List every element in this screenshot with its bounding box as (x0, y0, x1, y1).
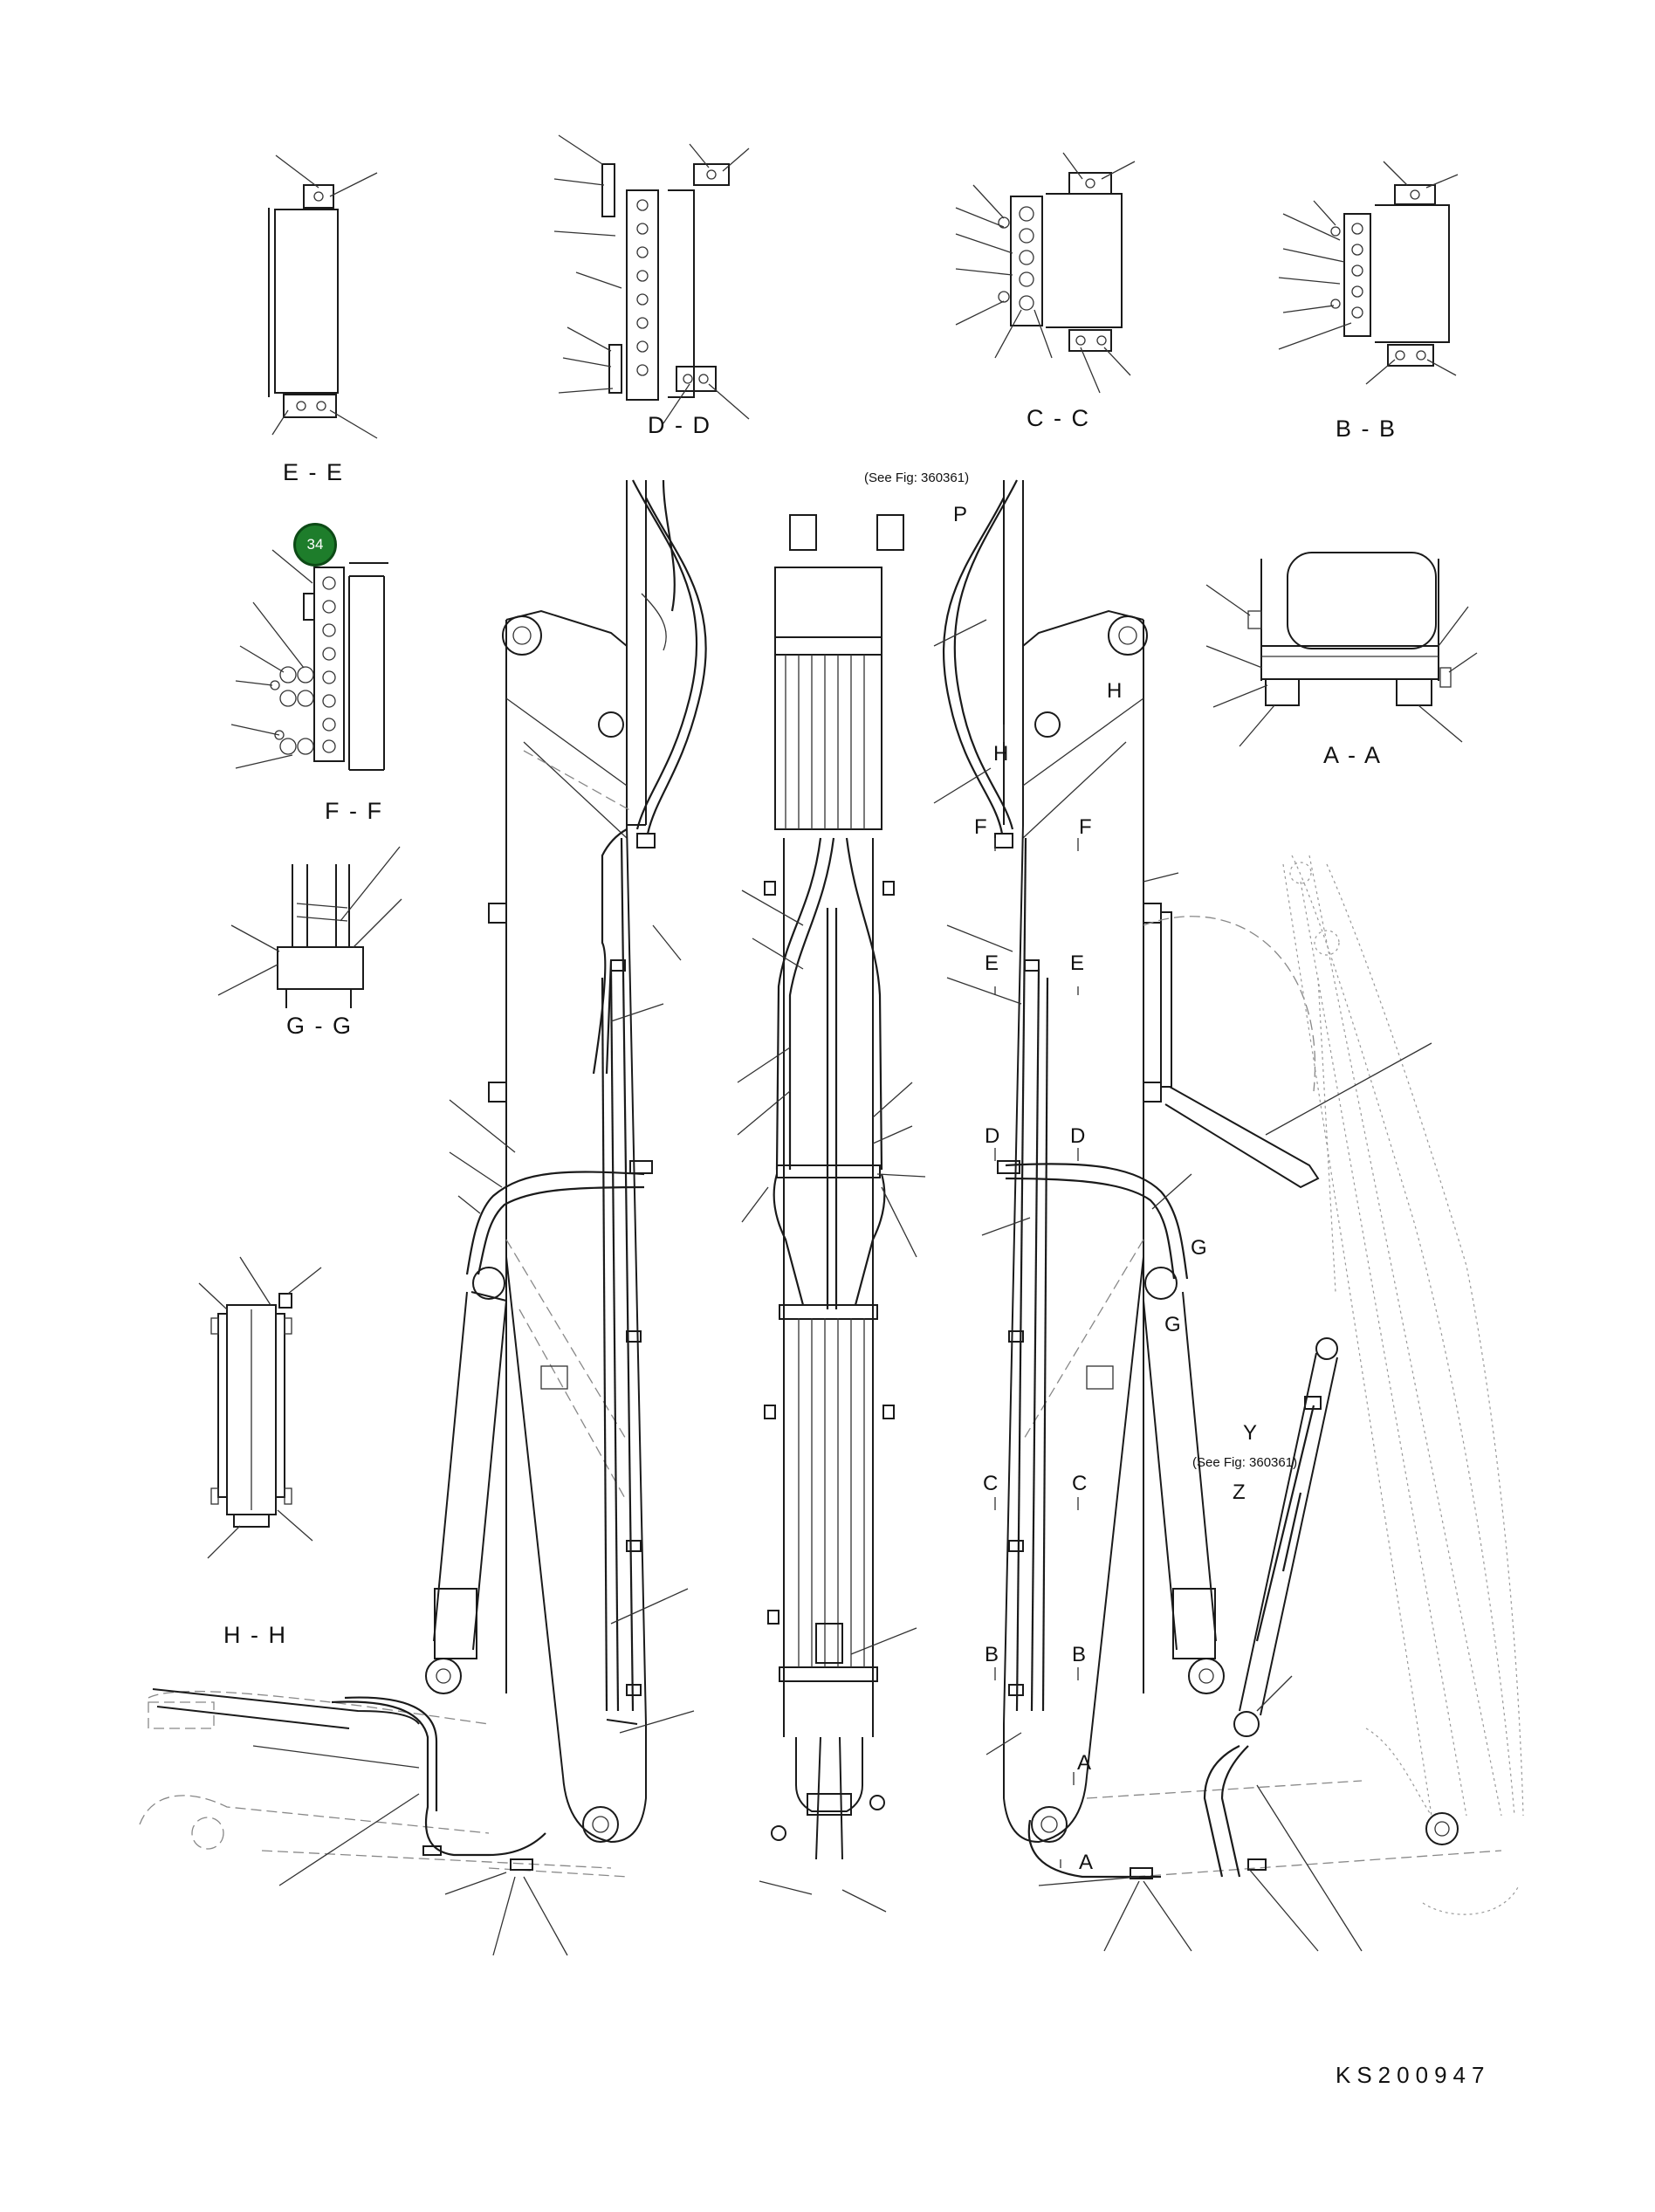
marker-g-upper: G (1191, 1236, 1207, 1260)
section-title-c-c: C - C (1027, 405, 1090, 431)
marker-c-right: C (1072, 1472, 1088, 1495)
section-title-g-g: G - G (286, 1013, 353, 1039)
marker-a-upper: A (1077, 1751, 1092, 1775)
marker-e-left: E (985, 951, 999, 975)
see-fig-reference-top[interactable]: (See Fig: 360361) (864, 471, 970, 485)
section-detail-f-f (230, 549, 388, 771)
marker-h-lower: H (993, 742, 1009, 766)
marker-f-right: F (1079, 815, 1092, 839)
section-title-d-d: D - D (648, 412, 711, 438)
section-detail-h-h (198, 1256, 322, 1559)
item-number-badge[interactable]: 34 (293, 523, 337, 567)
boom-side-view-right (942, 479, 1524, 1915)
marker-f-left: F (974, 815, 987, 839)
marker-e-right: E (1070, 951, 1085, 975)
section-title-b-b: B - B (1336, 416, 1397, 442)
section-detail-e-e (268, 155, 378, 439)
section-title-a-a: A - A (1323, 742, 1383, 768)
see-fig-reference-right[interactable]: (See Fig: 360361) (1192, 1455, 1298, 1470)
section-detail-g-g (217, 846, 402, 1008)
marker-g-lower: G (1164, 1313, 1181, 1336)
section-detail-a-a (1205, 552, 1478, 747)
boom-top-view-center (764, 514, 904, 1860)
marker-b-right: B (1072, 1643, 1087, 1666)
section-detail-c-c (955, 152, 1136, 394)
callout-leader-lines (252, 619, 1432, 1956)
marker-p: P (953, 503, 968, 526)
drawing-code: KS200947 (1336, 2062, 1491, 2088)
marker-d-left: D (985, 1124, 1000, 1148)
section-cut-arrows (994, 725, 1079, 1868)
section-title-e-e: E - E (283, 459, 345, 485)
section-title-f-f: F - F (325, 798, 383, 824)
section-title-h-h: H - H (223, 1622, 287, 1648)
marker-a-lower: A (1079, 1851, 1094, 1874)
marker-z: Z (1233, 1480, 1246, 1504)
marker-h-upper: H (1107, 679, 1123, 703)
marker-c-left: C (983, 1472, 999, 1495)
boom-side-view-left (139, 479, 707, 1878)
section-detail-b-b (1278, 161, 1459, 385)
marker-y: Y (1243, 1421, 1258, 1445)
section-detail-d-d (553, 134, 750, 424)
marker-d-right: D (1070, 1124, 1086, 1148)
marker-b-left: B (985, 1643, 999, 1666)
